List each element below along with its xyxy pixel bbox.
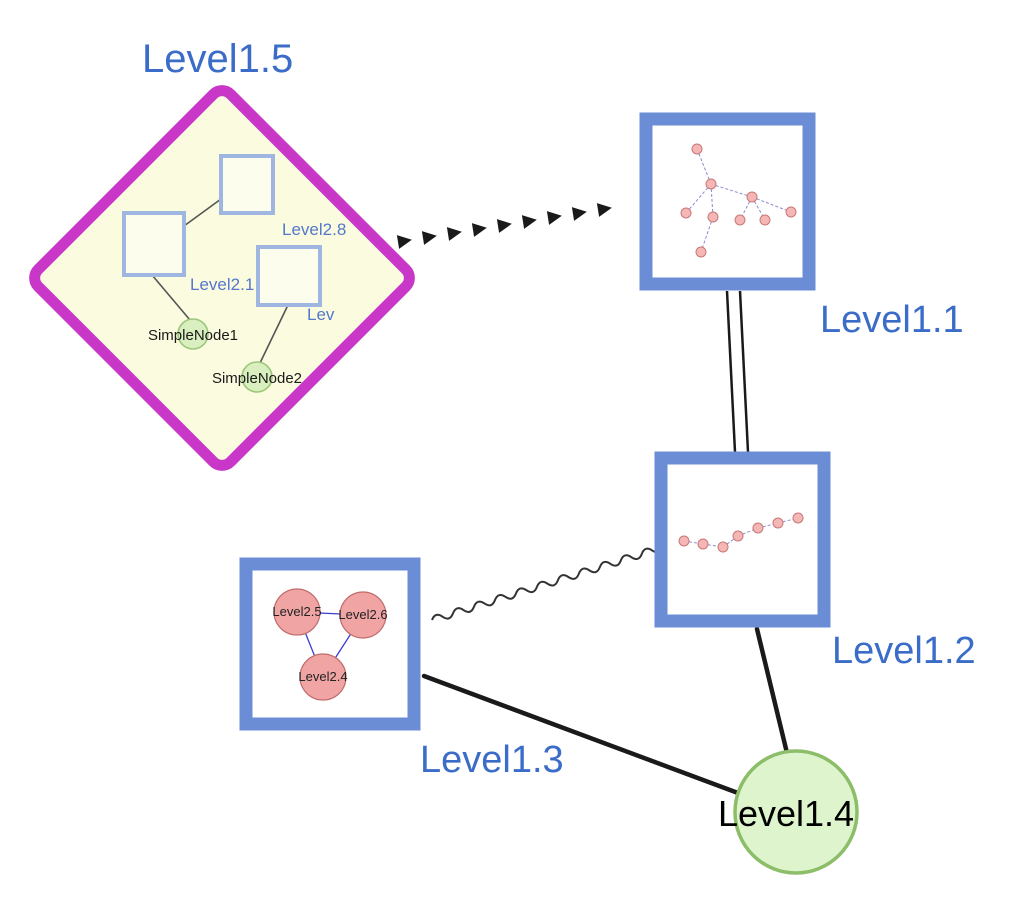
mini-node[interactable] (734, 214, 746, 226)
child-square-level2-1[interactable] (122, 211, 186, 277)
mini-node[interactable] (707, 211, 719, 223)
edge-line[interactable] (725, 290, 737, 453)
edge-level13-to-level12[interactable] (431, 544, 664, 623)
group-label-level15: Level1.5 (142, 37, 293, 81)
edge-level11-to-level12[interactable] (725, 290, 750, 453)
mini-node[interactable] (772, 517, 784, 529)
mini-node[interactable] (746, 191, 758, 203)
box-group-shape-level13[interactable] (239, 557, 421, 731)
inner-edge[interactable] (183, 198, 222, 227)
mini-node[interactable] (717, 541, 729, 553)
mini-node[interactable] (759, 214, 771, 226)
edge-arrowhead[interactable] (571, 205, 588, 221)
edge-arrowhead[interactable] (396, 233, 413, 249)
mini-node[interactable] (785, 206, 797, 218)
mini-edge[interactable] (710, 183, 714, 218)
child-node-label: Level2.5 (272, 604, 321, 619)
group-label-level11: Level1.1 (820, 299, 964, 341)
inner-edge[interactable] (259, 304, 289, 364)
edge-arrowhead[interactable] (496, 217, 513, 233)
simple-node-1[interactable] (177, 318, 209, 350)
diamond-group-shape[interactable] (29, 85, 415, 471)
group-node-level1-3: Level2.5 Level2.6 Level2.4 Level1.3 (239, 557, 564, 781)
child-node-level2-5[interactable] (273, 588, 321, 636)
group-label-level12: Level1.2 (832, 630, 976, 672)
edge-arrowhead[interactable] (471, 221, 488, 237)
child-square-lev[interactable] (256, 245, 322, 307)
box-group-shape-level12[interactable] (654, 451, 831, 628)
child-square-label: Level2.1 (190, 275, 254, 294)
child-node-level2-4[interactable] (299, 653, 347, 701)
mini-edge[interactable] (700, 216, 714, 253)
child-node-label: Level2.4 (298, 669, 347, 684)
mini-edge[interactable] (685, 183, 712, 214)
mini-node[interactable] (695, 246, 707, 258)
edge-arrowhead[interactable] (521, 213, 538, 229)
mini-node[interactable] (678, 535, 690, 547)
node-label-level14: Level1.4 (718, 793, 854, 834)
child-square-label: Lev (307, 305, 335, 324)
edge-level12-to-level14[interactable] (754, 626, 790, 756)
mini-node[interactable] (705, 178, 717, 190)
node-level1-4: Level1.4 (718, 749, 859, 875)
simple-node-label: SimpleNode1 (148, 327, 238, 344)
edge-arrowhead[interactable] (546, 209, 563, 225)
simple-node-label: SimpleNode2 (212, 370, 302, 387)
child-node-label: Level2.6 (338, 607, 387, 622)
inner-edge[interactable] (151, 274, 191, 321)
child-square-level2-8[interactable] (219, 154, 275, 215)
group-node-level1-5: Level1.5 Level2.8 Level2.1 Lev SimpleNod… (29, 37, 415, 471)
edge-level13-to-level14[interactable] (421, 673, 741, 796)
mini-node[interactable] (792, 512, 804, 524)
edge-level15-to-level11[interactable] (396, 201, 613, 249)
edge-wavy-line[interactable] (431, 544, 664, 623)
group-node-level1-1: Level1.1 (639, 112, 964, 341)
mini-node[interactable] (691, 143, 703, 155)
edge-arrowhead[interactable] (421, 229, 438, 245)
mini-edge[interactable] (710, 183, 753, 198)
mini-node[interactable] (732, 530, 744, 542)
child-square-label: Level2.8 (282, 220, 346, 239)
group-label-level13: Level1.3 (420, 739, 564, 781)
edge-arrowhead[interactable] (446, 225, 463, 241)
mini-edge[interactable] (751, 196, 792, 213)
box-group-shape-level11[interactable] (639, 112, 816, 291)
mini-node[interactable] (680, 207, 692, 219)
child-node-level2-6[interactable] (339, 591, 387, 639)
circle-node-shape-level14[interactable] (733, 749, 859, 875)
edge-arrowhead[interactable] (596, 201, 613, 217)
mini-edge[interactable] (696, 148, 712, 185)
group-node-level1-2: Level1.2 (654, 451, 976, 672)
mini-node[interactable] (697, 538, 709, 550)
mini-node[interactable] (752, 522, 764, 534)
edge-line[interactable] (738, 290, 750, 453)
simple-node-2[interactable] (241, 361, 273, 393)
